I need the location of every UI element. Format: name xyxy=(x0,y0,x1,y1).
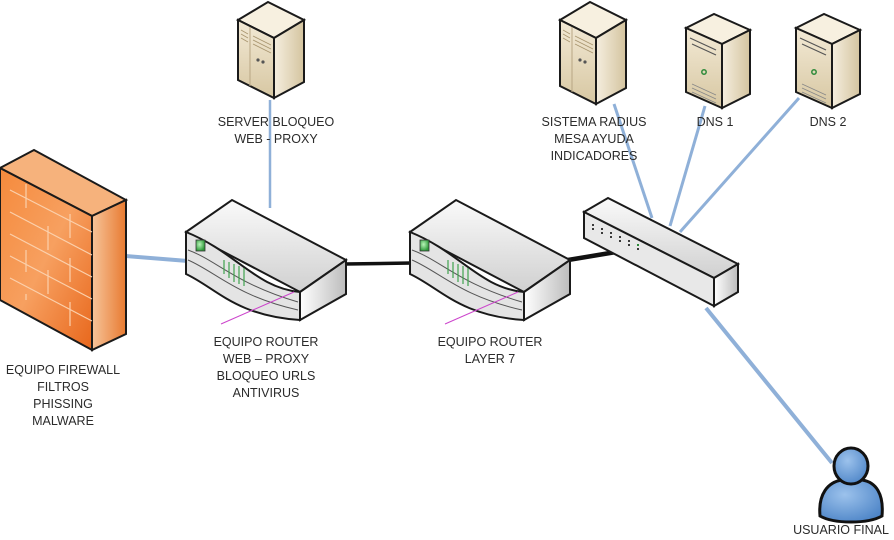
links xyxy=(125,97,834,465)
link-router-l7-switch xyxy=(567,249,617,263)
radius-label: SISTEMA RADIUS MESA AYUDA INDICADORES xyxy=(541,115,647,163)
firewall-label: EQUIPO FIREWALL FILTROS PHISSING MALWARE xyxy=(5,363,121,428)
link-dns1-switch xyxy=(668,105,707,227)
server-proxy-icon[interactable] xyxy=(235,0,307,100)
firewall-icon[interactable] xyxy=(0,148,129,352)
link-radius-switch xyxy=(612,103,654,219)
radius-server-icon[interactable] xyxy=(557,0,629,106)
dns1-label: DNS 1 xyxy=(696,115,734,129)
router-l7-icon[interactable] xyxy=(408,198,572,325)
link-switch-user xyxy=(704,306,834,465)
dns2-label: DNS 2 xyxy=(809,115,847,129)
link-firewall-router-proxy xyxy=(125,254,189,263)
link-router-proxy-router-l7 xyxy=(344,261,413,266)
switch-icon[interactable] xyxy=(581,196,741,308)
dns1-server-icon[interactable] xyxy=(683,12,753,110)
user-label: USUARIO FINAL xyxy=(793,523,889,537)
server-proxy-label: SERVER BLOQUEO WEB - PROXY xyxy=(217,115,335,146)
router-proxy-icon[interactable] xyxy=(184,198,348,325)
dns2-server-icon[interactable] xyxy=(793,12,863,110)
user-icon[interactable] xyxy=(818,446,884,524)
router-proxy-label: EQUIPO ROUTER WEB – PROXY BLOQUEO URLS A… xyxy=(213,335,319,400)
link-dns2-switch xyxy=(678,97,801,233)
router-l7-label: EQUIPO ROUTER LAYER 7 xyxy=(437,335,543,366)
